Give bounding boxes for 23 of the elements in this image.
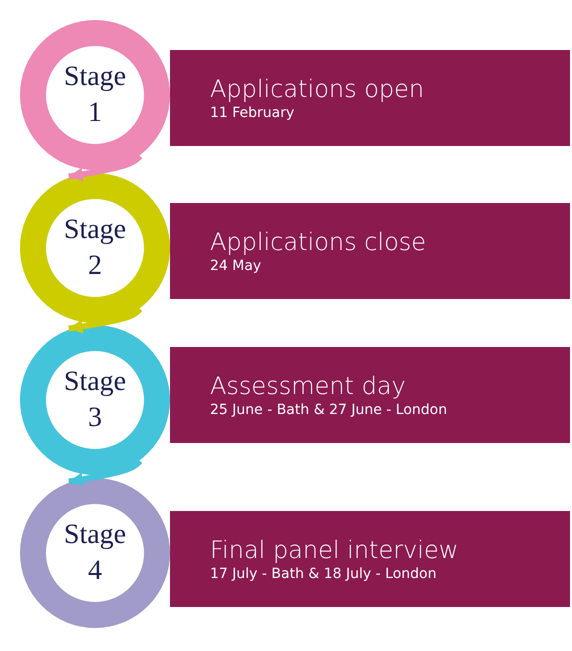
stage-title: Applications open xyxy=(210,75,426,103)
curved-arrow xyxy=(68,154,142,182)
stage-title: Assessment day xyxy=(210,372,407,400)
stage-label: Stage xyxy=(64,60,126,94)
stage-banner xyxy=(170,50,570,146)
stage-number: 1 xyxy=(88,96,102,130)
stage-title: Applications close xyxy=(210,228,428,256)
stage-banner xyxy=(170,203,570,299)
curved-arrow xyxy=(68,307,142,334)
stage-banner xyxy=(170,347,570,443)
date-text: 24 May xyxy=(210,258,262,274)
stage-label: Stage xyxy=(64,364,126,399)
date-text: 17 July - Bath & 18 July - London xyxy=(210,566,438,582)
curved-arrow xyxy=(68,459,142,486)
stage-number: 4 xyxy=(88,554,102,588)
stage-banner xyxy=(170,511,570,607)
date-text: 25 June - Bath & 27 June - London xyxy=(210,402,448,418)
stage-label: Stage xyxy=(64,518,126,552)
stage-number: 2 xyxy=(88,249,102,283)
stage-label: Stage xyxy=(64,212,126,247)
date-text: 11 February xyxy=(210,105,296,121)
stage-title: Final panel interview xyxy=(210,536,460,564)
stage-number: 3 xyxy=(88,401,102,435)
